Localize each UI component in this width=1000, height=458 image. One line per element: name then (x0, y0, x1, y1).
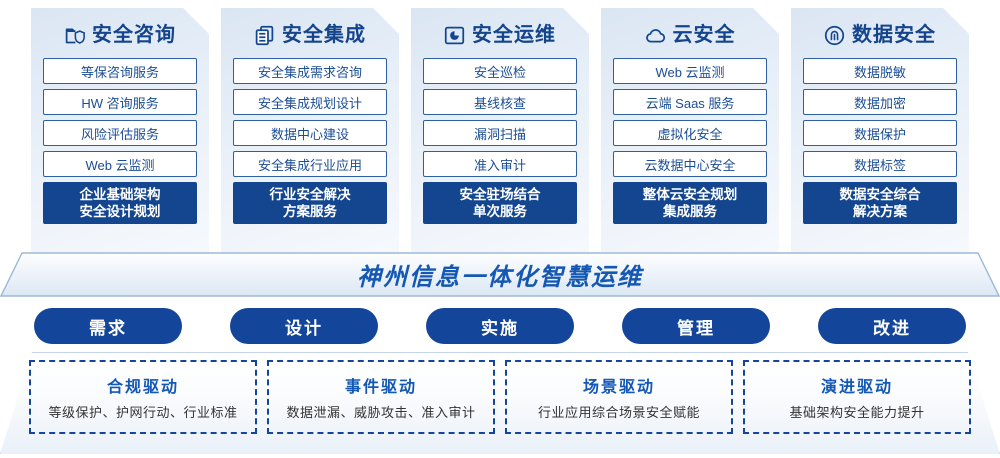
cloud-icon (645, 25, 666, 46)
column-title: 安全运维 (472, 24, 556, 46)
column-highlight-card[interactable]: 安全驻场结合 单次服务 (423, 182, 577, 224)
service-item[interactable]: Web 云监测 (43, 151, 197, 177)
driver-scenario[interactable]: 场景驱动 行业应用综合场景安全赋能 (505, 360, 733, 434)
column-highlight-card[interactable]: 行业安全解决 方案服务 (233, 182, 387, 224)
platform-banner: 神州信息一体化智慧运维 (0, 252, 1000, 298)
stacked-documents-icon (254, 25, 275, 46)
column-title: 安全咨询 (92, 24, 176, 46)
column-header: 安全运维 (423, 18, 577, 52)
driver-subtitle: 基础架构安全能力提升 (789, 405, 925, 420)
pill-manage[interactable]: 管理 (622, 308, 770, 344)
service-item[interactable]: 等保咨询服务 (43, 58, 197, 84)
fingerprint-icon (824, 25, 845, 46)
service-item[interactable]: 风险评估服务 (43, 120, 197, 146)
column-highlight-card[interactable]: 企业基础架构 安全设计规划 (43, 182, 197, 224)
column-highlight-card[interactable]: 数据安全综合 解决方案 (803, 182, 957, 224)
driver-subtitle: 行业应用综合场景安全赋能 (537, 405, 700, 420)
column-header: 安全咨询 (43, 18, 197, 52)
process-pills: 需求 设计 实施 管理 改进 (0, 308, 1000, 346)
service-item[interactable]: 安全集成规划设计 (233, 89, 387, 115)
drivers-section: 合规驱动 等级保护、护网行动、行业标准 事件驱动 数据泄漏、威胁攻击、准入审计 … (0, 352, 1000, 456)
service-column-security-operations[interactable]: 安全运维 安全巡检 基线核查 漏洞扫描 准入审计 安全驻场结合 单次服务 (411, 8, 589, 254)
driver-compliance[interactable]: 合规驱动 等级保护、护网行动、行业标准 (29, 360, 257, 434)
column-title: 安全集成 (282, 24, 366, 46)
service-item[interactable]: 数据脱敏 (803, 58, 957, 84)
highlight-line: 方案服务 (283, 204, 337, 219)
service-item[interactable]: 数据标签 (803, 151, 957, 177)
driver-title: 场景驱动 (582, 379, 655, 396)
service-item[interactable]: 云数据中心安全 (613, 151, 767, 177)
pill-improve[interactable]: 改进 (818, 308, 966, 344)
service-column-security-integration[interactable]: 安全集成 安全集成需求咨询 安全集成规划设计 数据中心建设 安全集成行业应用 行… (221, 8, 399, 254)
column-header: 云安全 (613, 18, 767, 52)
service-item[interactable]: 数据保护 (803, 120, 957, 146)
drivers-list: 合规驱动 等级保护、护网行动、行业标准 事件驱动 数据泄漏、威胁攻击、准入审计 … (0, 352, 1000, 456)
highlight-line: 企业基础架构 (79, 187, 161, 202)
driver-title: 合规驱动 (106, 379, 179, 396)
driver-subtitle: 等级保护、护网行动、行业标准 (48, 405, 238, 420)
drivers-base-shape (0, 352, 1000, 454)
service-item[interactable]: 云端 Saas 服务 (613, 89, 767, 115)
service-item[interactable]: 虚拟化安全 (613, 120, 767, 146)
service-item[interactable]: 安全集成需求咨询 (233, 58, 387, 84)
service-column-cloud-security[interactable]: 云安全 Web 云监测 云端 Saas 服务 虚拟化安全 云数据中心安全 整体云… (601, 8, 779, 254)
column-title: 数据安全 (852, 24, 936, 46)
column-highlight-card[interactable]: 整体云安全规划 集成服务 (613, 182, 767, 224)
driver-subtitle: 数据泄漏、威胁攻击、准入审计 (286, 405, 476, 420)
driver-title: 事件驱动 (344, 379, 417, 396)
service-column-data-security[interactable]: 数据安全 数据脱敏 数据加密 数据保护 数据标签 数据安全综合 解决方案 (791, 8, 969, 254)
service-item[interactable]: 漏洞扫描 (423, 120, 577, 146)
driver-incident[interactable]: 事件驱动 数据泄漏、威胁攻击、准入审计 (267, 360, 495, 434)
highlight-line: 数据安全综合 (839, 187, 921, 202)
service-item[interactable]: 数据加密 (803, 89, 957, 115)
pill-design[interactable]: 设计 (230, 308, 378, 344)
column-header: 数据安全 (803, 18, 957, 52)
service-item[interactable]: 准入审计 (423, 151, 577, 177)
service-item[interactable]: 基线核查 (423, 89, 577, 115)
banner-title: 神州信息一体化智慧运维 (357, 263, 643, 291)
service-item[interactable]: 安全集成行业应用 (233, 151, 387, 177)
monitor-chart-icon (444, 25, 465, 46)
highlight-line: 集成服务 (663, 204, 717, 219)
column-title: 云安全 (672, 24, 736, 46)
highlight-line: 行业安全解决 (269, 187, 351, 202)
service-item[interactable]: HW 咨询服务 (43, 89, 197, 115)
highlight-line: 单次服务 (473, 204, 527, 219)
service-item[interactable]: 数据中心建设 (233, 120, 387, 146)
highlight-line: 安全设计规划 (79, 204, 161, 219)
service-item[interactable]: 安全巡检 (423, 58, 577, 84)
service-columns: 安全咨询 等保咨询服务 HW 咨询服务 风险评估服务 Web 云监测 企业基础架… (0, 8, 1000, 254)
driver-title: 演进驱动 (820, 379, 893, 396)
highlight-line: 安全驻场结合 (459, 187, 541, 202)
folder-shield-icon (64, 25, 85, 46)
pill-demand[interactable]: 需求 (34, 308, 182, 344)
highlight-line: 解决方案 (853, 204, 907, 219)
pill-implement[interactable]: 实施 (426, 308, 574, 344)
highlight-line: 整体云安全规划 (642, 187, 738, 202)
service-column-security-consulting[interactable]: 安全咨询 等保咨询服务 HW 咨询服务 风险评估服务 Web 云监测 企业基础架… (31, 8, 209, 254)
service-item[interactable]: Web 云监测 (613, 58, 767, 84)
column-header: 安全集成 (233, 18, 387, 52)
driver-evolution[interactable]: 演进驱动 基础架构安全能力提升 (743, 360, 971, 434)
